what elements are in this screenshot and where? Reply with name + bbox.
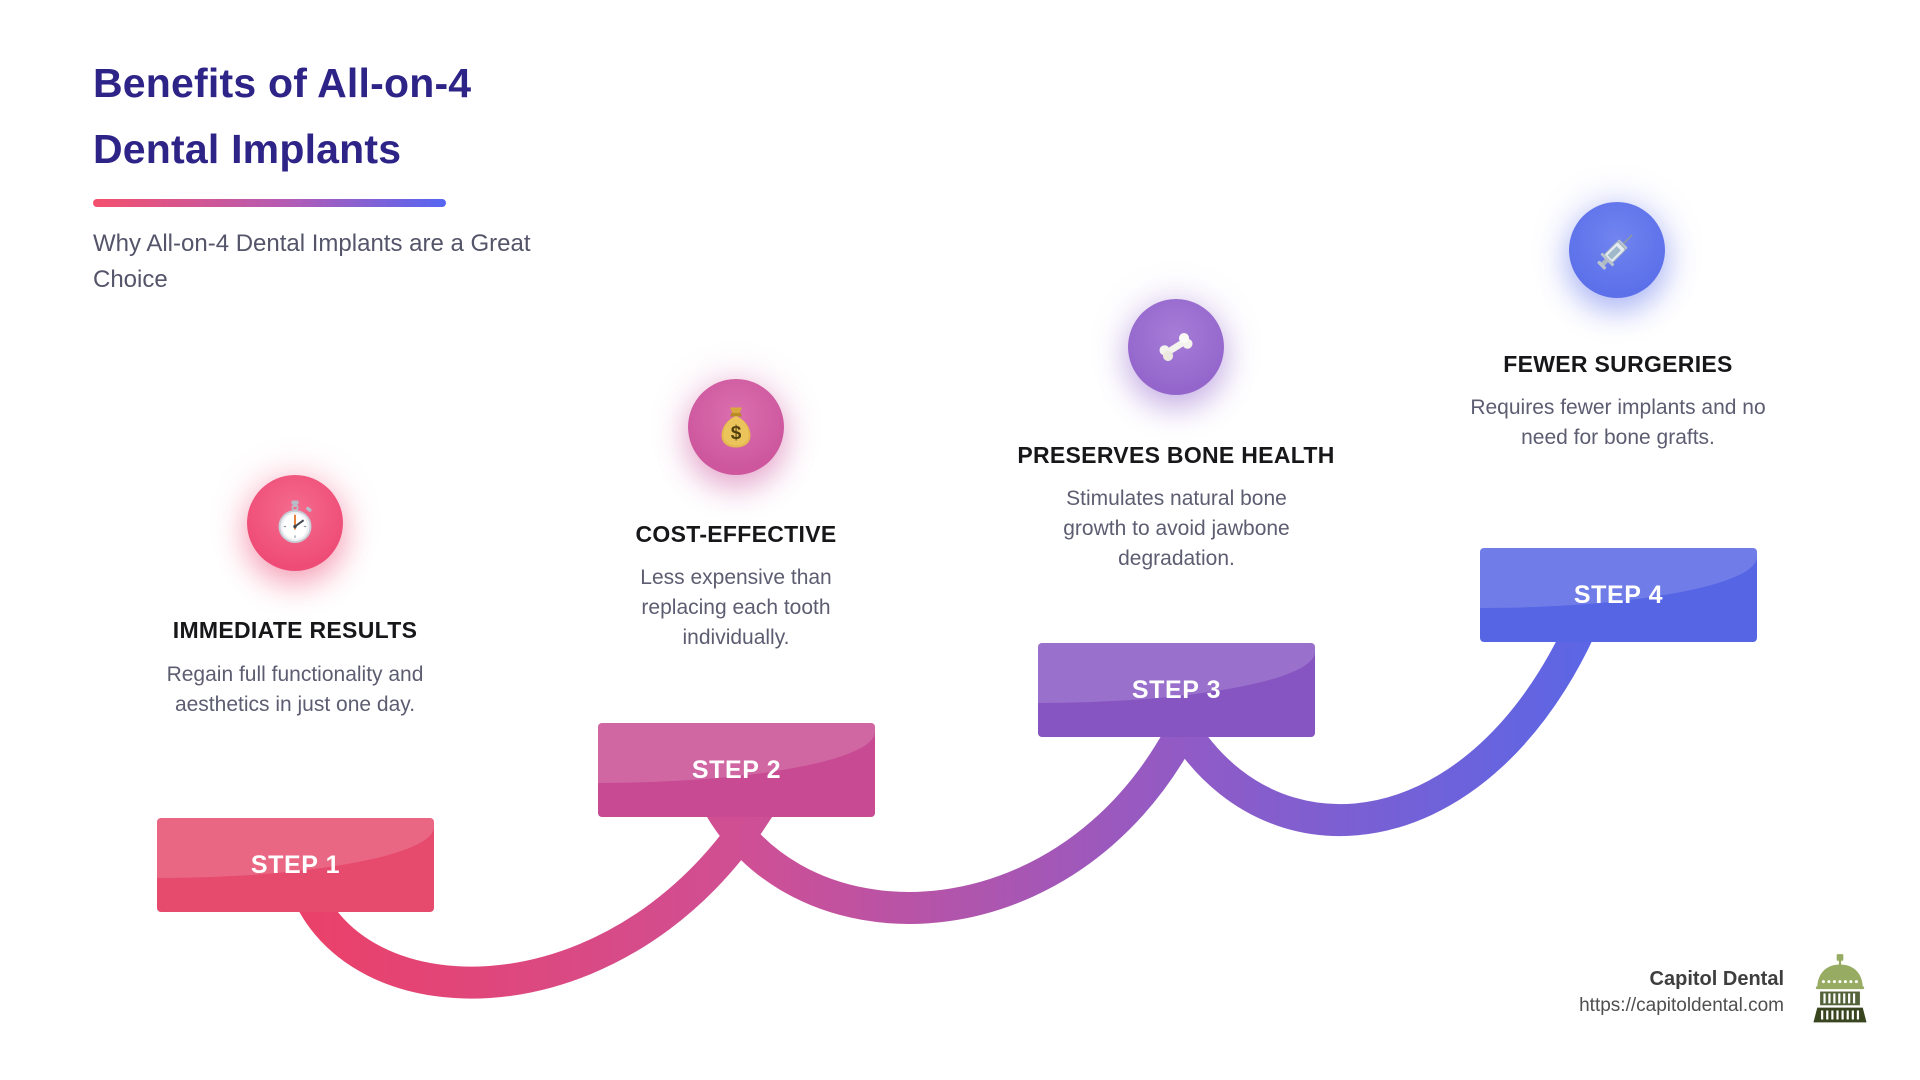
footer-text: Capitol Dental https://capitoldental.com bbox=[1579, 965, 1784, 1019]
step1-box: STEP 1 bbox=[157, 818, 434, 912]
step1-label: STEP 1 bbox=[250, 851, 341, 879]
connector-step3-step4 bbox=[1134, 574, 1616, 837]
step1-icon-circle bbox=[247, 475, 343, 571]
capitol-building-logo bbox=[1813, 954, 1867, 1023]
step2-box: STEP 2 bbox=[598, 723, 875, 817]
stopwatch-icon bbox=[278, 500, 312, 543]
step3-title: PRESERVES BONE HEALTH bbox=[1017, 442, 1335, 468]
company-name: Capitol Dental bbox=[1649, 968, 1784, 990]
bone-icon bbox=[1159, 333, 1193, 361]
page-title-line2: Dental Implants bbox=[93, 126, 402, 172]
connector-step2-step3 bbox=[684, 645, 1231, 924]
step2-title: COST-EFFECTIVE bbox=[635, 521, 837, 547]
step3-box: STEP 3 bbox=[1038, 643, 1315, 737]
step3-label: STEP 3 bbox=[1131, 676, 1222, 704]
page-subtitle: Why All-on-4 Dental Implants are a Great… bbox=[93, 230, 531, 293]
money-bag-icon: $ bbox=[721, 407, 751, 448]
syringe-icon bbox=[1597, 234, 1633, 270]
step2-description: Less expensive than replacing each tooth… bbox=[640, 566, 832, 649]
page-title-line1: Benefits of All-on-4 bbox=[93, 60, 472, 106]
step4-description: Requires fewer implants and no need for … bbox=[1470, 396, 1766, 449]
connector-step1-step2 bbox=[284, 753, 800, 999]
title-underline-accent bbox=[93, 199, 446, 207]
footer-brand: Capitol Dental https://capitoldental.com bbox=[1579, 954, 1876, 1030]
company-url: https://capitoldental.com bbox=[1579, 995, 1784, 1016]
step2-icon-circle: $ bbox=[688, 379, 784, 475]
step4-icon-circle bbox=[1569, 202, 1665, 298]
step2-label: STEP 2 bbox=[691, 756, 782, 784]
step4-label: STEP 4 bbox=[1573, 581, 1664, 609]
step1-title: IMMEDIATE RESULTS bbox=[172, 617, 418, 643]
svg-text:$: $ bbox=[731, 423, 742, 444]
step4-title: FEWER SURGERIES bbox=[1503, 351, 1733, 377]
step4-box: STEP 4 bbox=[1480, 548, 1757, 642]
step3-description: Stimulates natural bone growth to avoid … bbox=[1063, 487, 1290, 570]
step3-icon-circle bbox=[1128, 299, 1224, 395]
step1-description: Regain full functionality and aesthetics… bbox=[166, 663, 424, 716]
